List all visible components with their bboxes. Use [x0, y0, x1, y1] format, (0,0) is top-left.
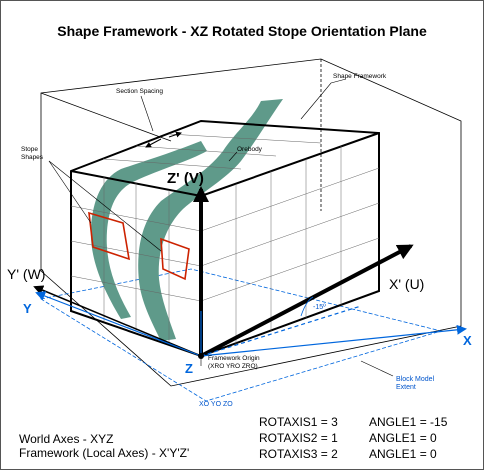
framework-grid: [70, 133, 380, 344]
world-axes-legend: World Axes - XYZ: [19, 432, 113, 446]
x-local-axis-label: X' (U): [389, 276, 424, 292]
rotaxis-1: ROTAXIS1 = 3: [259, 415, 338, 429]
angle-1: ANGLE1 = -15: [369, 415, 448, 429]
angle-3: ANGLE1 = 0: [369, 447, 437, 461]
framework-origin-label-1: Framework Origin: [208, 355, 260, 362]
stope-shapes-label-1: Stope: [21, 146, 38, 153]
stope-shapes: [88, 211, 190, 281]
diagram-title: Shape Framework - XZ Rotated Stope Orien…: [57, 23, 427, 39]
section-spacing-arrows: [145, 131, 182, 148]
framework-origin-dot: [198, 353, 204, 359]
orebody-label: Orebody: [237, 146, 263, 153]
framework-axes-legend: Framework (Local Axes) - X'Y'Z': [19, 446, 189, 460]
x-world-axis-label: X: [463, 333, 472, 348]
z-world-axis-label: Z: [185, 361, 193, 376]
world-origin-label: XO YO ZO: [199, 401, 233, 408]
block-model-label-2: Extent: [396, 384, 416, 391]
y-world-axis-label: Y: [23, 301, 32, 316]
angle-arc: [300, 296, 314, 317]
angle-label: -15º: [313, 304, 326, 311]
block-model-label-1: Block Model: [396, 376, 435, 383]
shape-framework-label: Shape Framework: [333, 73, 387, 80]
angle-2: ANGLE1 = 0: [369, 431, 437, 445]
rotaxis-3: ROTAXIS3 = 2: [259, 447, 338, 461]
stope-shapes-label-2: Shapes: [21, 154, 44, 161]
z-local-axis-label: Z' (V): [167, 170, 204, 187]
world-axes: [35, 291, 467, 357]
orebody-shape: [90, 99, 283, 341]
section-spacing-label: Section Spacing: [116, 88, 163, 95]
y-local-axis-label: Y' (W): [7, 266, 45, 282]
framework-origin-label-2: (XRO YRO ZRO): [208, 363, 258, 370]
rotaxis-2: ROTAXIS2 = 1: [259, 431, 338, 445]
